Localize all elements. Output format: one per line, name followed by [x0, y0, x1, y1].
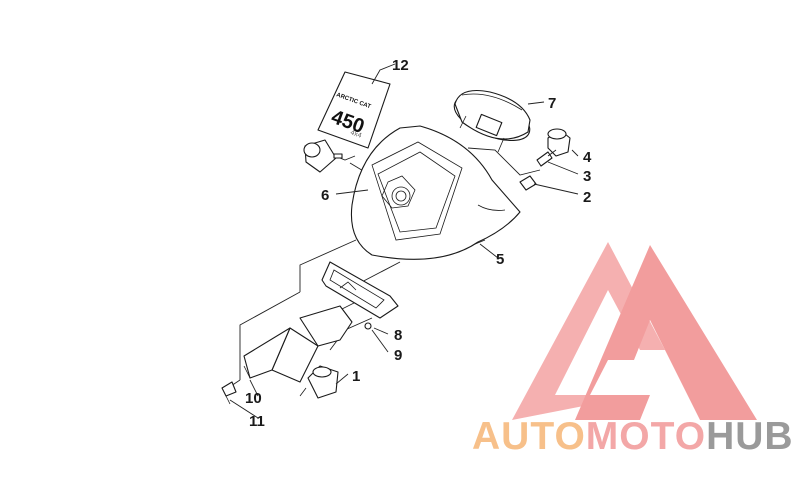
callout-leaders	[229, 63, 579, 419]
part-1-switch	[299, 365, 339, 399]
callout-4: 4	[583, 149, 592, 166]
part-5-housing	[350, 125, 521, 260]
callout-10: 10	[245, 390, 262, 407]
callout-11: 11	[249, 413, 265, 430]
watermark-hub: HUB	[706, 415, 794, 458]
part-7-gauge	[453, 89, 531, 153]
callout-9: 9	[394, 347, 402, 364]
watermark-moto: MOTO	[585, 415, 707, 458]
callout-2: 2	[583, 189, 591, 206]
callout-7: 7	[548, 95, 556, 112]
callout-5: 5	[496, 251, 504, 268]
part-12-decal: ARCTIC CAT 450 4x4	[317, 71, 391, 149]
callout-3: 3	[583, 168, 591, 185]
callout-8: 8	[394, 327, 402, 344]
part-6-indicator	[303, 139, 343, 173]
callout-6: 6	[321, 187, 329, 204]
part-10-bracket	[243, 305, 353, 383]
callout-numbers: 1 2 3 4 5 6 7 8 9 10 11 12	[245, 57, 592, 430]
part-11-clip	[221, 381, 237, 405]
part-2-washer	[519, 175, 537, 191]
part-4-knob	[547, 128, 571, 157]
part-9-screw	[364, 322, 372, 330]
watermark-auto: AUTO	[472, 415, 586, 458]
part-3-switch	[536, 149, 557, 167]
watermark-logo	[512, 242, 757, 420]
callout-12: 12	[392, 57, 409, 74]
callout-1: 1	[352, 368, 360, 385]
decal-suffix-text: 4x4	[349, 129, 362, 139]
watermark-wordmark: AUTOMOTOHUB	[472, 415, 794, 459]
part-8-bezel	[321, 261, 399, 319]
